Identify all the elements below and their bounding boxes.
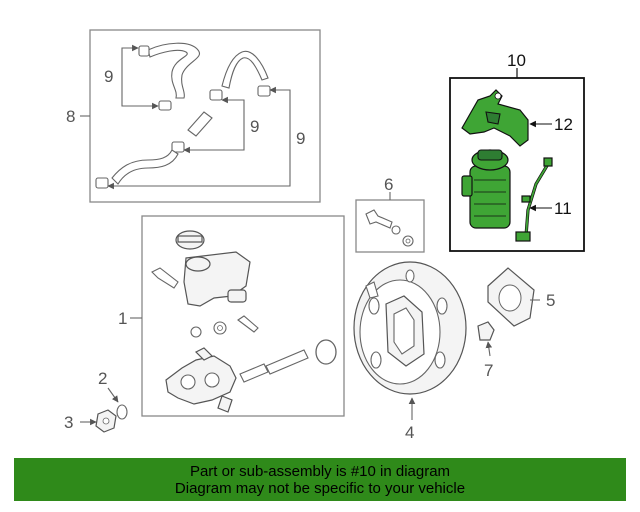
hose-clamp [171, 141, 185, 153]
banner-line-1: Part or sub-assembly is #10 in diagram [189, 462, 451, 480]
banner-line-2: Diagram may not be specific to your vehi… [174, 479, 466, 497]
master-cylinder-box [130, 215, 345, 417]
master-cylinder-body [165, 355, 237, 405]
callout-1: 1 [118, 309, 127, 328]
callout-8: 8 [66, 107, 75, 126]
pin [237, 315, 259, 333]
fastener-box [355, 192, 425, 253]
vacuum-pump-body [469, 165, 511, 229]
o-ring [315, 339, 337, 365]
hose-group-box [80, 29, 321, 203]
hose-clamp [158, 100, 172, 111]
subassembly-10-box [449, 68, 585, 252]
callout-11: 11 [554, 199, 572, 218]
brake-booster [353, 261, 467, 420]
info-banner: Part or sub-assembly is #10 in diagram D… [14, 458, 626, 501]
callout-3: 3 [64, 413, 73, 432]
check-valve [187, 111, 213, 137]
hose-clamp [95, 177, 109, 189]
hose-clamp [138, 45, 150, 57]
push-rod [265, 349, 309, 375]
vacuum-hose-right [221, 50, 269, 89]
washer [391, 225, 401, 235]
grommet [190, 326, 202, 338]
callout-4: 4 [405, 423, 414, 442]
seal-and-nut [80, 387, 128, 433]
vacuum-hose-lower [111, 149, 179, 185]
callout-9-right: 9 [296, 129, 305, 148]
vacuum-hose-upper [147, 42, 201, 99]
bolt [365, 209, 393, 229]
hose-clamp [257, 85, 271, 97]
callout-5: 5 [546, 291, 555, 310]
callout-2: 2 [98, 369, 107, 388]
callout-6: 6 [384, 175, 393, 194]
vacuum-fitting [477, 321, 495, 357]
hose-clamp [209, 89, 223, 101]
mounting-bolt [151, 267, 179, 289]
callout-12: 12 [554, 115, 573, 134]
callout-7: 7 [484, 361, 493, 380]
callout-10: 10 [507, 51, 526, 70]
booster-gasket [487, 267, 540, 327]
seal-washer [116, 404, 128, 420]
callout-9-left: 9 [104, 67, 113, 86]
callout-9-middle: 9 [250, 117, 259, 136]
